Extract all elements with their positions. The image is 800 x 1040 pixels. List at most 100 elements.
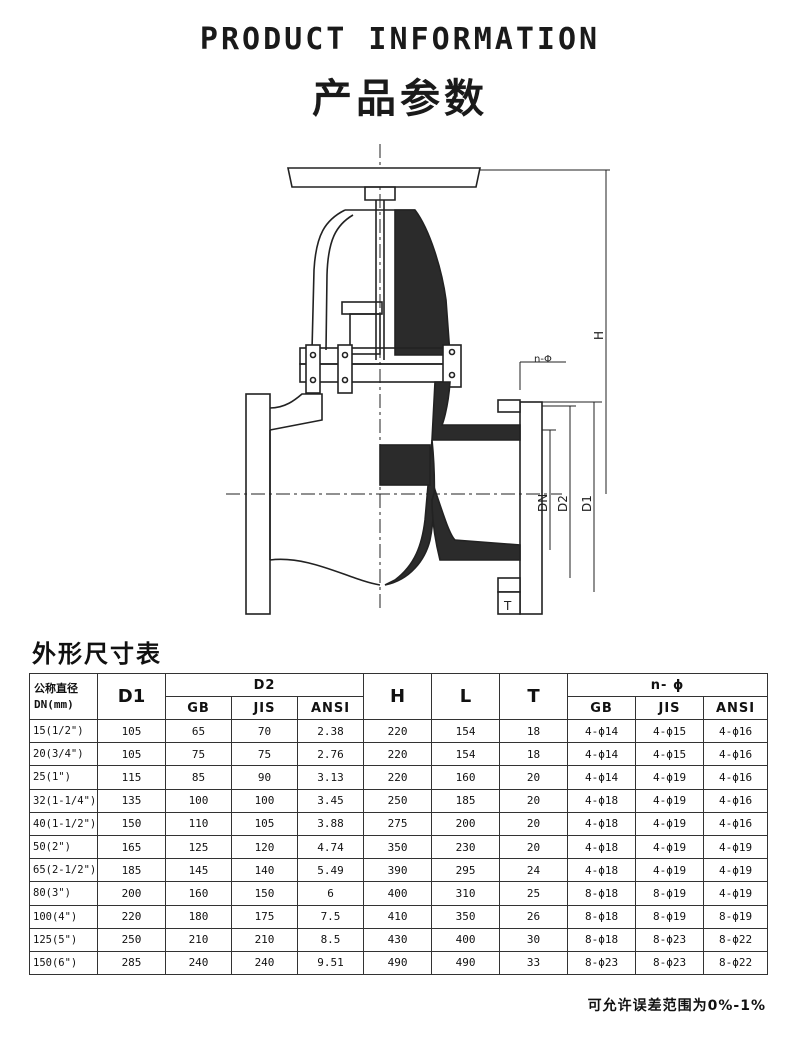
dimension-table: 公称直径 DN(mm) D1 D2 H L T n- ϕ GB JIS ANSI… — [29, 673, 769, 976]
dim-label-T: T — [503, 599, 512, 613]
cell-l: 230 — [431, 834, 501, 860]
cell-dn: 25(1") — [29, 765, 98, 790]
cell-dn: 80(3") — [29, 881, 98, 906]
cell-d2-ansi: 6 — [296, 881, 365, 906]
cell-n-gb: 8-ϕ18 — [567, 904, 637, 929]
cell-d2-gb: 75 — [165, 742, 232, 767]
cell-dn: 40(1-1/2") — [29, 811, 98, 836]
cell-h: 390 — [363, 858, 433, 883]
cell-h: 250 — [363, 788, 433, 813]
header-dn: 公称直径 DN(mm) — [29, 673, 98, 720]
cell-n-ansi: 8-ϕ22 — [703, 950, 769, 976]
cell-d2-ansi: 3.88 — [296, 811, 365, 836]
tolerance-note: 可允许误差范围为0%-1% — [587, 998, 766, 1014]
cell-n-gb: 4-ϕ18 — [567, 811, 637, 836]
header-l: L — [431, 673, 501, 720]
cell-d2-jis: 140 — [231, 858, 298, 883]
cell-n-gb: 4-ϕ18 — [567, 788, 637, 813]
cell-n-jis: 4-ϕ19 — [635, 834, 705, 860]
cell-n-ansi: 4-ϕ16 — [703, 742, 769, 767]
cell-n-gb: 4-ϕ18 — [567, 834, 637, 860]
cell-d1: 135 — [97, 788, 166, 813]
header-d2-ansi: ANSI — [296, 696, 365, 720]
cell-d2-jis: 75 — [231, 742, 298, 767]
cell-d2-gb: 210 — [165, 927, 232, 952]
cell-l: 185 — [431, 788, 501, 813]
cell-t: 18 — [499, 718, 569, 744]
dim-label-H: H — [592, 331, 606, 340]
cell-dn: 20(3/4") — [29, 742, 98, 767]
cell-n-ansi: 4-ϕ16 — [703, 811, 769, 836]
cell-h: 400 — [363, 881, 433, 906]
cell-d1: 115 — [97, 765, 166, 790]
cell-l: 200 — [431, 811, 501, 836]
cell-n-gb: 4-ϕ18 — [567, 858, 637, 883]
cell-t: 25 — [499, 881, 569, 906]
header-d2-jis: JIS — [231, 696, 298, 720]
cell-dn: 65(2-1/2") — [29, 858, 98, 883]
cell-n-jis: 4-ϕ19 — [635, 858, 705, 883]
cell-t: 30 — [499, 927, 569, 952]
cell-t: 33 — [499, 950, 569, 976]
dim-label-DN: DN — [536, 494, 550, 512]
cell-h: 430 — [363, 927, 433, 952]
cell-h: 275 — [363, 811, 433, 836]
cell-n-ansi: 8-ϕ19 — [703, 904, 769, 929]
header-d2: D2 — [164, 673, 365, 697]
cell-h: 410 — [363, 904, 433, 929]
header-n-phi: n- ϕ — [567, 673, 769, 697]
cell-d2-ansi: 3.45 — [296, 788, 365, 813]
cell-n-jis: 8-ϕ19 — [635, 881, 705, 906]
cell-n-gb: 4-ϕ14 — [567, 718, 637, 744]
cell-n-jis: 8-ϕ19 — [635, 904, 705, 929]
cell-d2-gb: 100 — [165, 788, 232, 813]
cell-d1: 200 — [97, 881, 166, 906]
cell-d2-gb: 160 — [165, 881, 232, 906]
cell-n-jis: 8-ϕ23 — [635, 927, 705, 952]
cell-n-gb: 8-ϕ23 — [567, 950, 637, 976]
cell-dn: 50(2") — [29, 834, 98, 860]
cell-d2-jis: 100 — [231, 788, 298, 813]
cell-d2-jis: 70 — [231, 718, 298, 744]
header-n-jis: JIS — [635, 696, 705, 720]
cell-dn: 150(6") — [29, 950, 98, 976]
cell-l: 350 — [431, 904, 501, 929]
cell-l: 154 — [431, 718, 501, 744]
cell-d1: 285 — [97, 950, 166, 976]
cell-t: 20 — [499, 788, 569, 813]
cell-d2-ansi: 4.74 — [296, 834, 365, 860]
cell-l: 490 — [431, 950, 501, 976]
cell-l: 160 — [431, 765, 501, 790]
cell-d2-jis: 105 — [231, 811, 298, 836]
cell-n-jis: 4-ϕ19 — [635, 788, 705, 813]
cell-n-ansi: 4-ϕ19 — [703, 881, 769, 906]
cell-d2-jis: 120 — [231, 834, 298, 860]
cell-d2-ansi: 5.49 — [296, 858, 365, 883]
cell-d2-jis: 210 — [231, 927, 298, 952]
cell-t: 20 — [499, 811, 569, 836]
cell-n-jis: 8-ϕ23 — [635, 950, 705, 976]
cell-d2-ansi: 7.5 — [296, 904, 365, 929]
cell-h: 490 — [363, 950, 433, 976]
cell-d1: 105 — [97, 742, 166, 767]
cell-n-gb: 8-ϕ18 — [567, 927, 637, 952]
cell-d2-ansi: 8.5 — [296, 927, 365, 952]
cell-n-jis: 4-ϕ15 — [635, 718, 705, 744]
header-d1: D1 — [97, 673, 166, 720]
cell-h: 220 — [363, 742, 433, 767]
title-english: PRODUCT INFORMATION — [199, 22, 601, 57]
cell-h: 350 — [363, 834, 433, 860]
header-n-ansi: ANSI — [703, 696, 769, 720]
cell-n-ansi: 8-ϕ22 — [703, 927, 769, 952]
dim-label-D1: D1 — [580, 495, 594, 512]
cell-t: 26 — [499, 904, 569, 929]
